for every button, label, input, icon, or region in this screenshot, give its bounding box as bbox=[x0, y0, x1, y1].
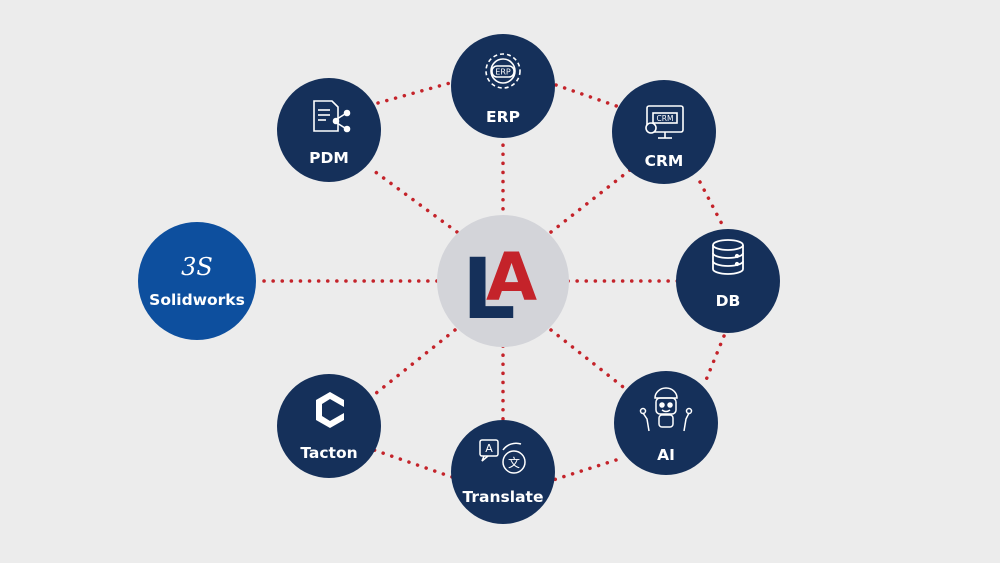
connector-center-tacton bbox=[368, 328, 457, 400]
logo-letter-a: A bbox=[486, 239, 537, 316]
connector-db-ai bbox=[702, 334, 726, 387]
connector-pdm-erp bbox=[376, 81, 452, 105]
pdm-label: PDM bbox=[309, 149, 349, 167]
translate-icon bbox=[479, 439, 526, 474]
connector-center-crm bbox=[549, 168, 632, 234]
crm-label: CRM bbox=[645, 152, 684, 170]
document-share-icon bbox=[313, 100, 351, 133]
node-tacton[interactable]: Tacton bbox=[277, 374, 381, 478]
connector-translate-tacton bbox=[372, 448, 454, 479]
crm-monitor-icon bbox=[645, 105, 684, 139]
node-crm[interactable]: CRM CRM bbox=[612, 80, 716, 184]
center-hub: L A bbox=[437, 215, 569, 347]
node-pdm[interactable]: PDM bbox=[277, 78, 381, 182]
connector-center-ai bbox=[549, 328, 634, 396]
translate-icon-letter-a: A bbox=[485, 442, 493, 455]
3ds-logo-icon: 3S bbox=[181, 253, 213, 281]
database-icon bbox=[712, 239, 744, 275]
node-db[interactable]: DB bbox=[676, 229, 780, 333]
node-translate[interactable]: A 文 Translate bbox=[451, 420, 555, 524]
translate-icon-letter-b: 文 bbox=[508, 455, 520, 470]
tacton-logo-icon bbox=[316, 392, 344, 428]
erp-label: ERP bbox=[486, 108, 520, 126]
erp-icon-text: ERP bbox=[495, 68, 511, 77]
translate-label: Translate bbox=[463, 488, 544, 506]
robot-icon bbox=[639, 387, 693, 432]
connectors bbox=[258, 81, 726, 482]
ai-label: AI bbox=[657, 446, 675, 464]
center-circle bbox=[437, 215, 569, 347]
connector-crm-db bbox=[698, 180, 726, 230]
crm-icon-text: CRM bbox=[657, 114, 674, 123]
tacton-label: Tacton bbox=[300, 444, 357, 462]
node-solidworks[interactable]: 3S Solidworks bbox=[138, 222, 256, 340]
connector-center-pdm bbox=[368, 166, 459, 234]
solidworks-label: Solidworks bbox=[149, 291, 245, 309]
gear-erp-icon bbox=[485, 53, 521, 89]
node-ai[interactable]: AI bbox=[614, 371, 718, 475]
db-label: DB bbox=[716, 292, 741, 310]
connector-erp-crm bbox=[554, 83, 630, 112]
logo-letter-l: L bbox=[462, 240, 516, 338]
connector-ai-translate bbox=[551, 458, 618, 482]
node-erp[interactable]: ERP ERP bbox=[451, 34, 555, 138]
